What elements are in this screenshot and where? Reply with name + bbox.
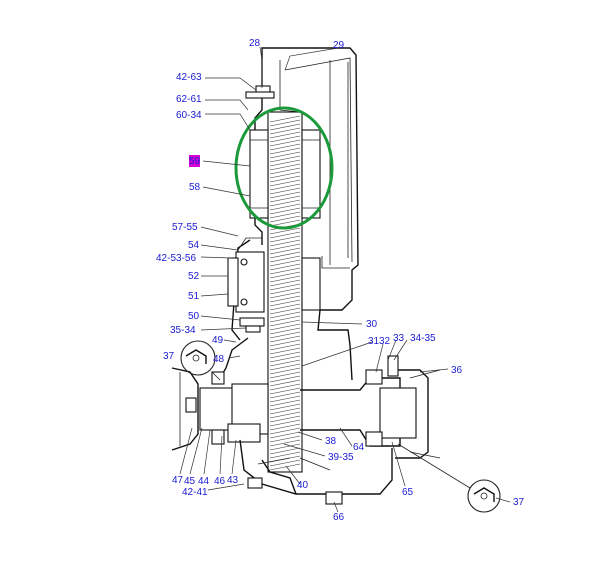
- label-40[interactable]: 40: [297, 480, 309, 491]
- detail-circle-left: [180, 340, 221, 381]
- label-52[interactable]: 52: [188, 271, 200, 282]
- mid-bolt: [239, 317, 265, 333]
- label-29[interactable]: 29: [333, 40, 345, 51]
- label-60-34[interactable]: 60-34: [176, 110, 202, 121]
- label-35-34[interactable]: 35-34: [170, 325, 196, 336]
- label-44[interactable]: 44: [198, 476, 210, 487]
- label-48[interactable]: 48: [213, 354, 225, 365]
- label-30[interactable]: 30: [366, 319, 378, 330]
- label-42-63[interactable]: 42-63: [176, 72, 202, 83]
- leader-lines: [179, 46, 511, 513]
- label-32[interactable]: 32: [379, 336, 391, 347]
- label-38[interactable]: 38: [325, 436, 337, 447]
- highlight-circle: [234, 106, 334, 230]
- label-51[interactable]: 51: [188, 291, 200, 302]
- label-58[interactable]: 58: [189, 182, 201, 193]
- label-36[interactable]: 36: [451, 365, 463, 376]
- label-62-61[interactable]: 62-61: [176, 94, 202, 105]
- label-28[interactable]: 28: [249, 38, 261, 49]
- selected-tag-marker: [189, 155, 200, 167]
- label-49[interactable]: 49: [212, 335, 224, 346]
- label-43[interactable]: 43: [227, 475, 239, 486]
- label-65[interactable]: 65: [402, 487, 414, 498]
- top-bolt: [245, 85, 275, 99]
- lower-housing: [239, 439, 393, 505]
- label-57-55[interactable]: 57-55: [172, 222, 198, 233]
- label-50[interactable]: 50: [188, 311, 200, 322]
- label-42-41[interactable]: 42-41: [182, 487, 208, 498]
- detail-circle-right: [397, 443, 501, 513]
- input-coupling: [171, 367, 269, 451]
- label-34-35[interactable]: 34-35: [410, 333, 436, 344]
- label-42-53-56[interactable]: 42-53-56: [156, 253, 196, 264]
- housing: [219, 47, 359, 381]
- output-shaft: [300, 355, 441, 459]
- label-37-left[interactable]: 37: [163, 351, 175, 362]
- label-46[interactable]: 46: [214, 476, 226, 487]
- label-54[interactable]: 54: [188, 240, 200, 251]
- label-66[interactable]: 66: [333, 512, 345, 523]
- label-64[interactable]: 64: [353, 442, 365, 453]
- label-31[interactable]: 31: [368, 336, 380, 347]
- label-37-right[interactable]: 37: [513, 497, 525, 508]
- label-47[interactable]: 47: [172, 475, 184, 486]
- label-33[interactable]: 33: [393, 333, 405, 344]
- middle-flange: [227, 237, 321, 313]
- label-59[interactable]: 59: [189, 156, 201, 167]
- label-45[interactable]: 45: [184, 476, 196, 487]
- part-labels: 28 29 42-63 62-61 60-34 59 58 57-55 54 4…: [156, 38, 525, 523]
- label-39-35[interactable]: 39-35: [328, 452, 354, 463]
- central-gear-shaft: [267, 111, 303, 473]
